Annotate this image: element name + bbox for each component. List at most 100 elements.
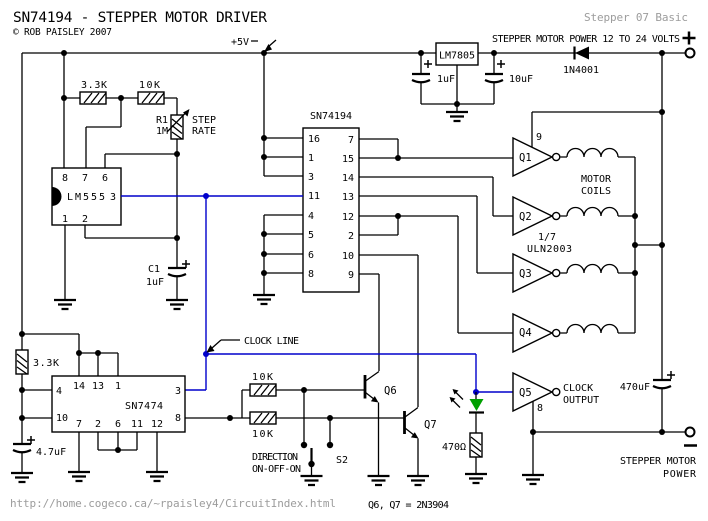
motor-power-out-label-1: STEPPER MOTOR (620, 456, 697, 467)
timer-pin1: 1 (62, 214, 68, 225)
ground-symbol (444, 110, 470, 123)
flipflop-pin: 14 (73, 381, 85, 392)
flipflop-pin: 13 (92, 381, 104, 392)
watermark-label: Stepper 07 Basic (584, 11, 688, 24)
resistor-470ohm-label: 470Ω (442, 442, 466, 453)
ground-symbol (9, 471, 35, 484)
resistor-10k (137, 91, 165, 105)
register-pin: 7 (348, 135, 354, 146)
switch-s2-label: S2 (336, 455, 348, 466)
junction-dots (19, 50, 665, 468)
register-pin: 9 (348, 270, 354, 281)
flipflop-section (9, 333, 250, 484)
q5-pin-label: 8 (537, 403, 543, 414)
motor-coils-label-2: COILS (581, 186, 611, 197)
register-ic-body (302, 127, 360, 293)
motor-coils-label-1: MOTOR (581, 174, 612, 185)
ground-symbol (520, 473, 546, 486)
flipflop-ic-label: SN7474 (125, 401, 163, 412)
url-label: http://home.cogeco.ca/~rpaisley4/Circuit… (10, 497, 336, 510)
led-indicator (449, 389, 489, 485)
cap-1uf-label: 1uF (437, 74, 455, 85)
register-pin: 3 (308, 172, 314, 183)
resistor-3.3k-vertical (15, 349, 29, 375)
regulator-label: LM7805 (439, 51, 475, 62)
capacitor-470uf (651, 378, 673, 390)
motor-coil-3 (566, 263, 619, 274)
flipflop-pin: 6 (115, 419, 121, 430)
register-pin: 4 (308, 211, 314, 222)
resistor-10k-top (249, 383, 277, 397)
direction-label-1: DIRECTION (252, 452, 298, 463)
ground-symbol (405, 474, 431, 487)
transistor-q6-label: Q6 (384, 385, 397, 397)
timer-pin3: 3 (110, 192, 116, 203)
cap-c1-value-label: 1uF (146, 277, 164, 288)
motor-coil-2 (566, 206, 619, 217)
register-pin: 8 (308, 269, 314, 280)
register-pin: 11 (308, 191, 320, 202)
capacitor-4.7uf (11, 442, 33, 454)
ground-symbol (52, 298, 78, 311)
motor-power-label: STEPPER MOTOR POWER 12 TO 24 VOLTS (492, 34, 680, 45)
register-pin: 14 (342, 173, 354, 184)
timer-pin2: 2 (82, 214, 88, 225)
buffer-q4-label: Q4 (519, 327, 532, 339)
direction-label-2: ON-OFF-ON (252, 464, 301, 475)
timer-pin8: 8 (62, 173, 68, 184)
step-rate-label-2: RATE (192, 126, 216, 137)
uln-part-label-1: 1/7 (538, 232, 556, 243)
page-title: SN74194 - STEPPER MOTOR DRIVER (13, 10, 267, 26)
register-pin: 10 (342, 251, 354, 262)
ground-symbol (164, 298, 190, 311)
led-icon (469, 399, 484, 411)
diode-1n4001 (575, 46, 589, 60)
clock-output-label-2: OUTPUT (563, 395, 599, 406)
ground-symbol (299, 474, 324, 487)
arrowhead-icon (206, 345, 215, 353)
resistor-10k-label: 10K (139, 80, 160, 91)
cap-4.7uf-label: 4.7uF (36, 447, 66, 458)
diode-label: 1N4001 (563, 65, 599, 76)
labels: SN74194 - STEPPER MOTOR DRIVER © ROB PAI… (10, 10, 697, 511)
cap-10uf-label: 10uF (509, 74, 533, 85)
pot-ref-label: R1 (156, 115, 168, 126)
motor-coil-1 (566, 147, 619, 158)
register-pin: 12 (342, 212, 354, 223)
ground-symbol (144, 470, 170, 483)
resistor-10k-bottom (249, 411, 277, 425)
resistor-10k-top-label: 10K (252, 372, 273, 383)
arrowhead-icon (264, 44, 272, 52)
motor-coil-4 (566, 323, 619, 334)
register-pin: 2 (348, 231, 354, 242)
clock-net (121, 193, 513, 395)
plus-sign-icon (682, 31, 696, 45)
capacitor-c1 (166, 266, 188, 278)
resistor-3.3k-vertical-label: 3.3K (33, 358, 59, 369)
register-pin: 5 (308, 230, 314, 241)
timer-pin7: 7 (82, 173, 88, 184)
register-pin: 1 (308, 153, 314, 164)
cap-470uf-label: 470uF (620, 382, 650, 393)
ground-symbol (366, 474, 391, 487)
timer-ic-label: LM555 (67, 192, 105, 203)
uln-part-label-2: ULN2003 (527, 244, 572, 255)
negative-terminal (684, 426, 696, 438)
transistor-note-label: Q6, Q7 = 2N3904 (368, 500, 449, 511)
ground-symbol (463, 472, 489, 485)
ground-symbol (251, 293, 277, 306)
uln-com-pin-label: 9 (536, 132, 542, 143)
emitter-arrow-icon (370, 396, 379, 403)
polarity-plus-icon (496, 59, 506, 69)
flipflop-pin: 10 (56, 413, 68, 424)
clock-line-label: CLOCK LINE (244, 336, 299, 347)
flipflop-pin: 12 (151, 419, 163, 430)
direction-section (241, 370, 431, 487)
resistor-10k-bottom-label: 10K (252, 429, 273, 440)
motor-power-out-label-2: POWER (663, 469, 697, 480)
resistor-3.3k-label: 3.3K (81, 80, 107, 91)
flipflop-pin: 7 (76, 419, 82, 430)
step-rate-label-1: STEP (192, 115, 216, 126)
positive-terminal (684, 47, 696, 59)
